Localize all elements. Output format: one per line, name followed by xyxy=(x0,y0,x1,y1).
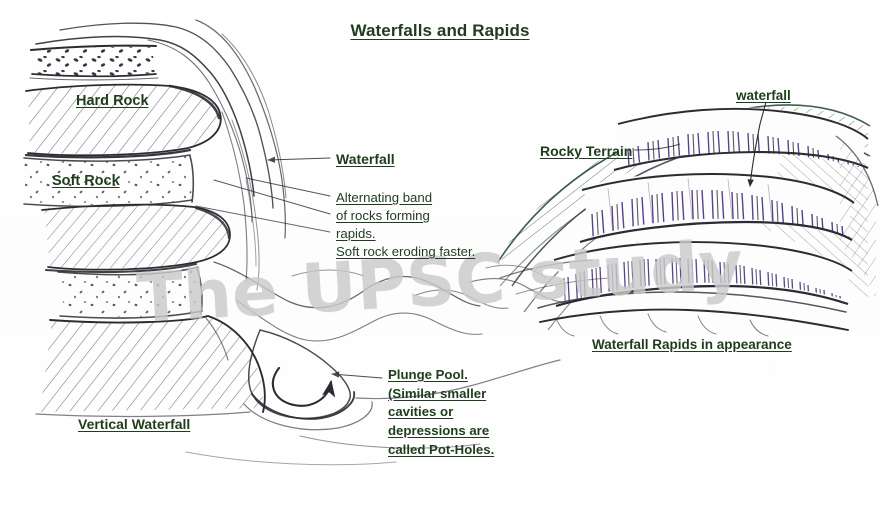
plunge-line-4: depressions are xyxy=(388,423,490,439)
plunge-line-1: Plunge Pool. xyxy=(388,367,468,382)
label-hard-rock: Hard Rock xyxy=(76,93,149,109)
plunge-line-5: called Pot-Holes. xyxy=(388,441,495,457)
label-waterfall: Waterfall xyxy=(336,151,395,167)
label-waterfall-right: waterfall xyxy=(736,88,791,103)
page-title: Waterfalls and Rapids xyxy=(350,21,530,40)
plunge-line-3: cavities or xyxy=(388,404,454,420)
alternating-line-4: Soft rock eroding faster. xyxy=(336,243,476,259)
label-alternating-bands: Alternating band of rocks forming rapids… xyxy=(336,189,496,261)
alternating-line-2: of rocks forming xyxy=(336,207,430,223)
label-soft-rock: Soft Rock xyxy=(52,173,120,189)
label-vertical-waterfall: Vertical Waterfall xyxy=(78,416,191,432)
label-plunge-pool: Plunge Pool. (Similar smaller cavities o… xyxy=(388,366,523,460)
alternating-line-1: Alternating band xyxy=(336,190,433,205)
label-rocky-terrain: Rocky Terrain xyxy=(540,143,633,159)
caption-waterfall-rapids: Waterfall Rapids in appearance xyxy=(592,337,792,352)
alternating-line-3: rapids. xyxy=(336,225,376,241)
plunge-line-2: (Similar smaller xyxy=(388,385,487,401)
